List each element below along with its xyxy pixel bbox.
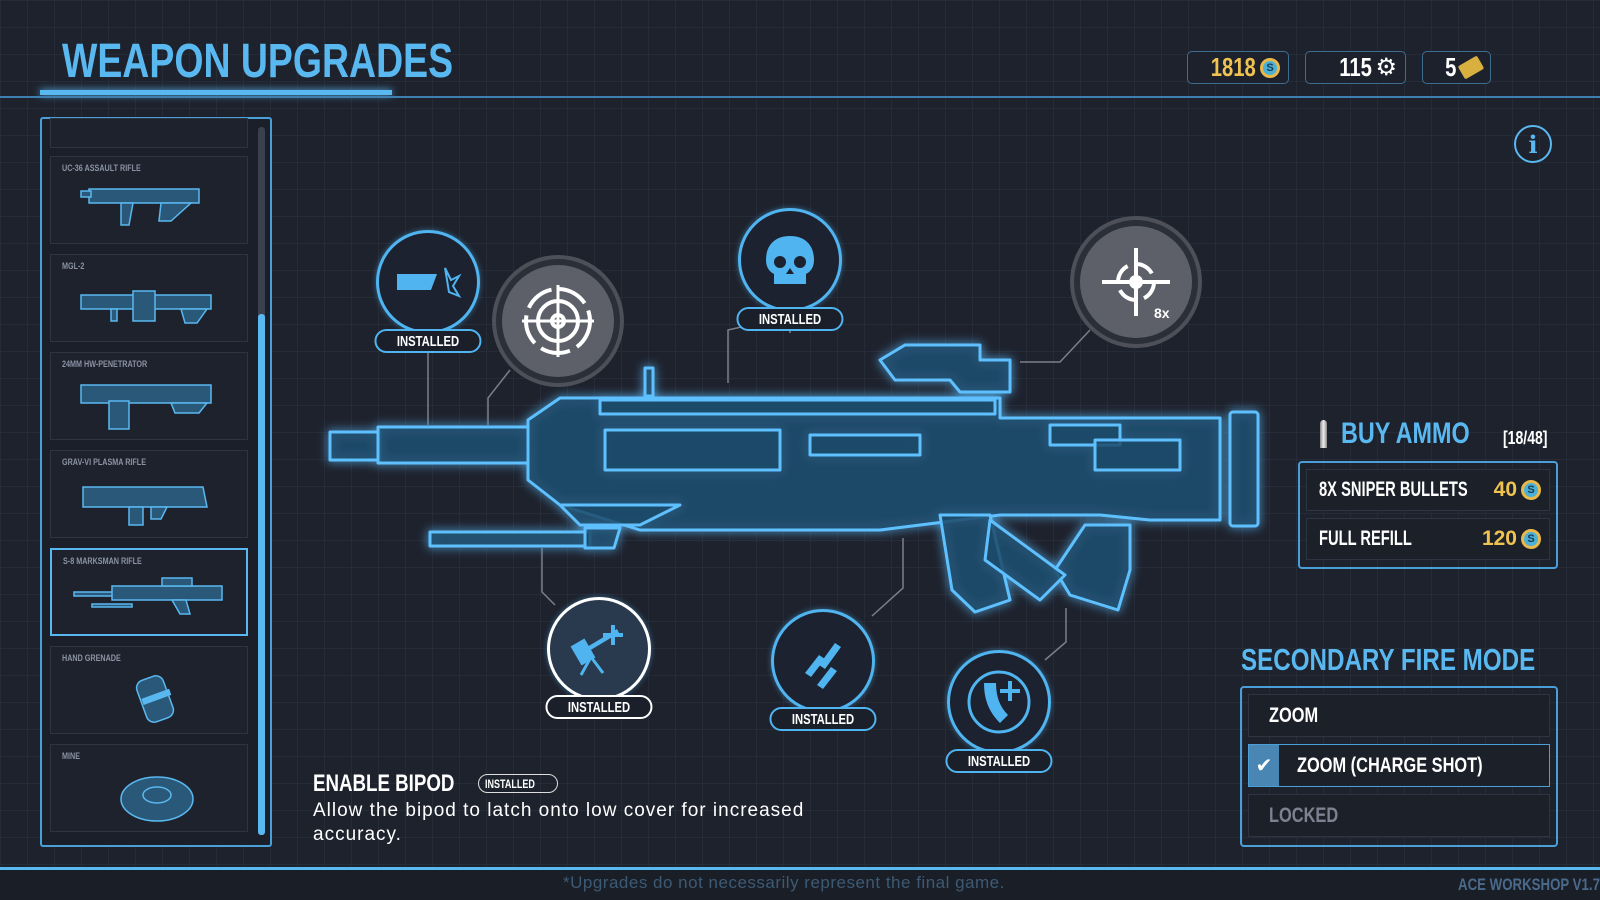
fire-mode-zoom-charge-shot[interactable]: ✔ZOOM (CHARGE SHOT) — [1248, 744, 1550, 787]
upgrade-extended-mag[interactable] — [947, 650, 1051, 754]
parts-counter: 115 ⚙ — [1305, 51, 1406, 84]
checkmark-icon: ✔ — [1249, 745, 1279, 786]
installed-badge: INSTALLED — [736, 307, 844, 331]
weapon-item-selected[interactable]: S-8 MARKSMAN RIFLE — [50, 548, 248, 636]
buy-ammo-header: BUY AMMO — [1320, 417, 1506, 451]
plasma-rifle-icon — [82, 486, 208, 526]
upgrade-description: Allow the bipod to latch onto low cover … — [313, 800, 805, 845]
footer-bar — [0, 870, 1600, 900]
ticket-icon — [1457, 55, 1485, 80]
title-underline — [40, 90, 392, 95]
info-button[interactable]: i — [1514, 125, 1552, 163]
tickets-counter: 5 — [1422, 51, 1491, 84]
version-label: ACE WORKSHOP V1.7 — [1458, 875, 1600, 894]
weapon-item[interactable]: GRAV-VI PLASMA RIFLE — [50, 450, 248, 538]
reticle-scope-icon — [522, 285, 594, 357]
fire-mode-locked: LOCKED — [1248, 794, 1550, 837]
bullet-icon — [1320, 420, 1327, 448]
weapon-item[interactable]: 24MM HW-PENETRATOR — [50, 352, 248, 440]
footer-divider — [0, 867, 1600, 870]
muzzle-brake-icon — [397, 267, 462, 299]
marksman-rifle-icon — [73, 577, 223, 615]
weapon-item[interactable]: MGL-2 — [50, 254, 248, 342]
upgrade-muzzle-brake[interactable] — [376, 230, 480, 334]
grenade-launcher-icon — [80, 290, 212, 324]
secondary-fire-options: ZOOM ✔ZOOM (CHARGE SHOT) LOCKED — [1240, 686, 1558, 847]
installed-badge: INSTALLED — [374, 329, 482, 353]
fire-mode-zoom[interactable]: ZOOM — [1248, 694, 1550, 737]
credit-coin-icon: S — [1521, 480, 1541, 500]
scrollbar-thumb[interactable] — [258, 314, 265, 835]
gear-parts-icon: ⚙ — [1375, 54, 1397, 81]
upgrade-bipod-selected[interactable] — [547, 597, 651, 701]
installed-badge: INSTALLED — [945, 749, 1053, 773]
credits-counter: 1818 S — [1187, 51, 1289, 84]
weapon-item[interactable]: HAND GRENADE — [50, 646, 248, 734]
credit-coin-icon: S — [1260, 57, 1280, 78]
magazine-icon — [967, 670, 1031, 734]
weapon-item[interactable]: UC-36 ASSAULT RIFLE — [50, 156, 248, 244]
assault-rifle-icon — [80, 188, 200, 226]
weapon-item[interactable]: MINE — [50, 744, 248, 832]
installed-badge: INSTALLED — [478, 774, 559, 793]
weapon-list: UC-36 ASSAULT RIFLE MGL-2 24MM HW-PENETR… — [40, 117, 272, 847]
credit-coin-icon: S — [1521, 529, 1541, 549]
hand-grenade-icon — [135, 675, 175, 723]
bullets-icon — [805, 643, 841, 689]
disclaimer-text: *Upgrades do not necessarily represent t… — [563, 873, 1005, 892]
bipod-icon — [570, 625, 623, 676]
secondary-fire-title: SECONDARY FIRE MODE — [1241, 642, 1536, 677]
skull-icon — [766, 236, 814, 284]
svg-text:8x: 8x — [1154, 305, 1170, 321]
8x-scope-icon: 8x — [1102, 248, 1170, 321]
upgrade-8x-scope-locked[interactable]: 8x — [1080, 226, 1192, 338]
header-divider — [0, 96, 1600, 98]
upgrade-headshot[interactable] — [738, 208, 842, 312]
installed-badge: INSTALLED — [545, 695, 653, 719]
mine-icon — [120, 776, 194, 822]
hw-penetrator-icon — [80, 384, 212, 430]
upgrade-ammo-capacity[interactable] — [771, 609, 875, 713]
ammo-count: [18/48] — [1503, 428, 1548, 448]
page-title: WEAPON UPGRADES — [62, 35, 454, 88]
upgrade-reticle-scope-locked[interactable] — [502, 265, 614, 377]
weapon-item-partial[interactable] — [50, 118, 248, 148]
upgrade-name: ENABLE BIPOD — [313, 770, 455, 797]
installed-badge: INSTALLED — [769, 707, 877, 731]
